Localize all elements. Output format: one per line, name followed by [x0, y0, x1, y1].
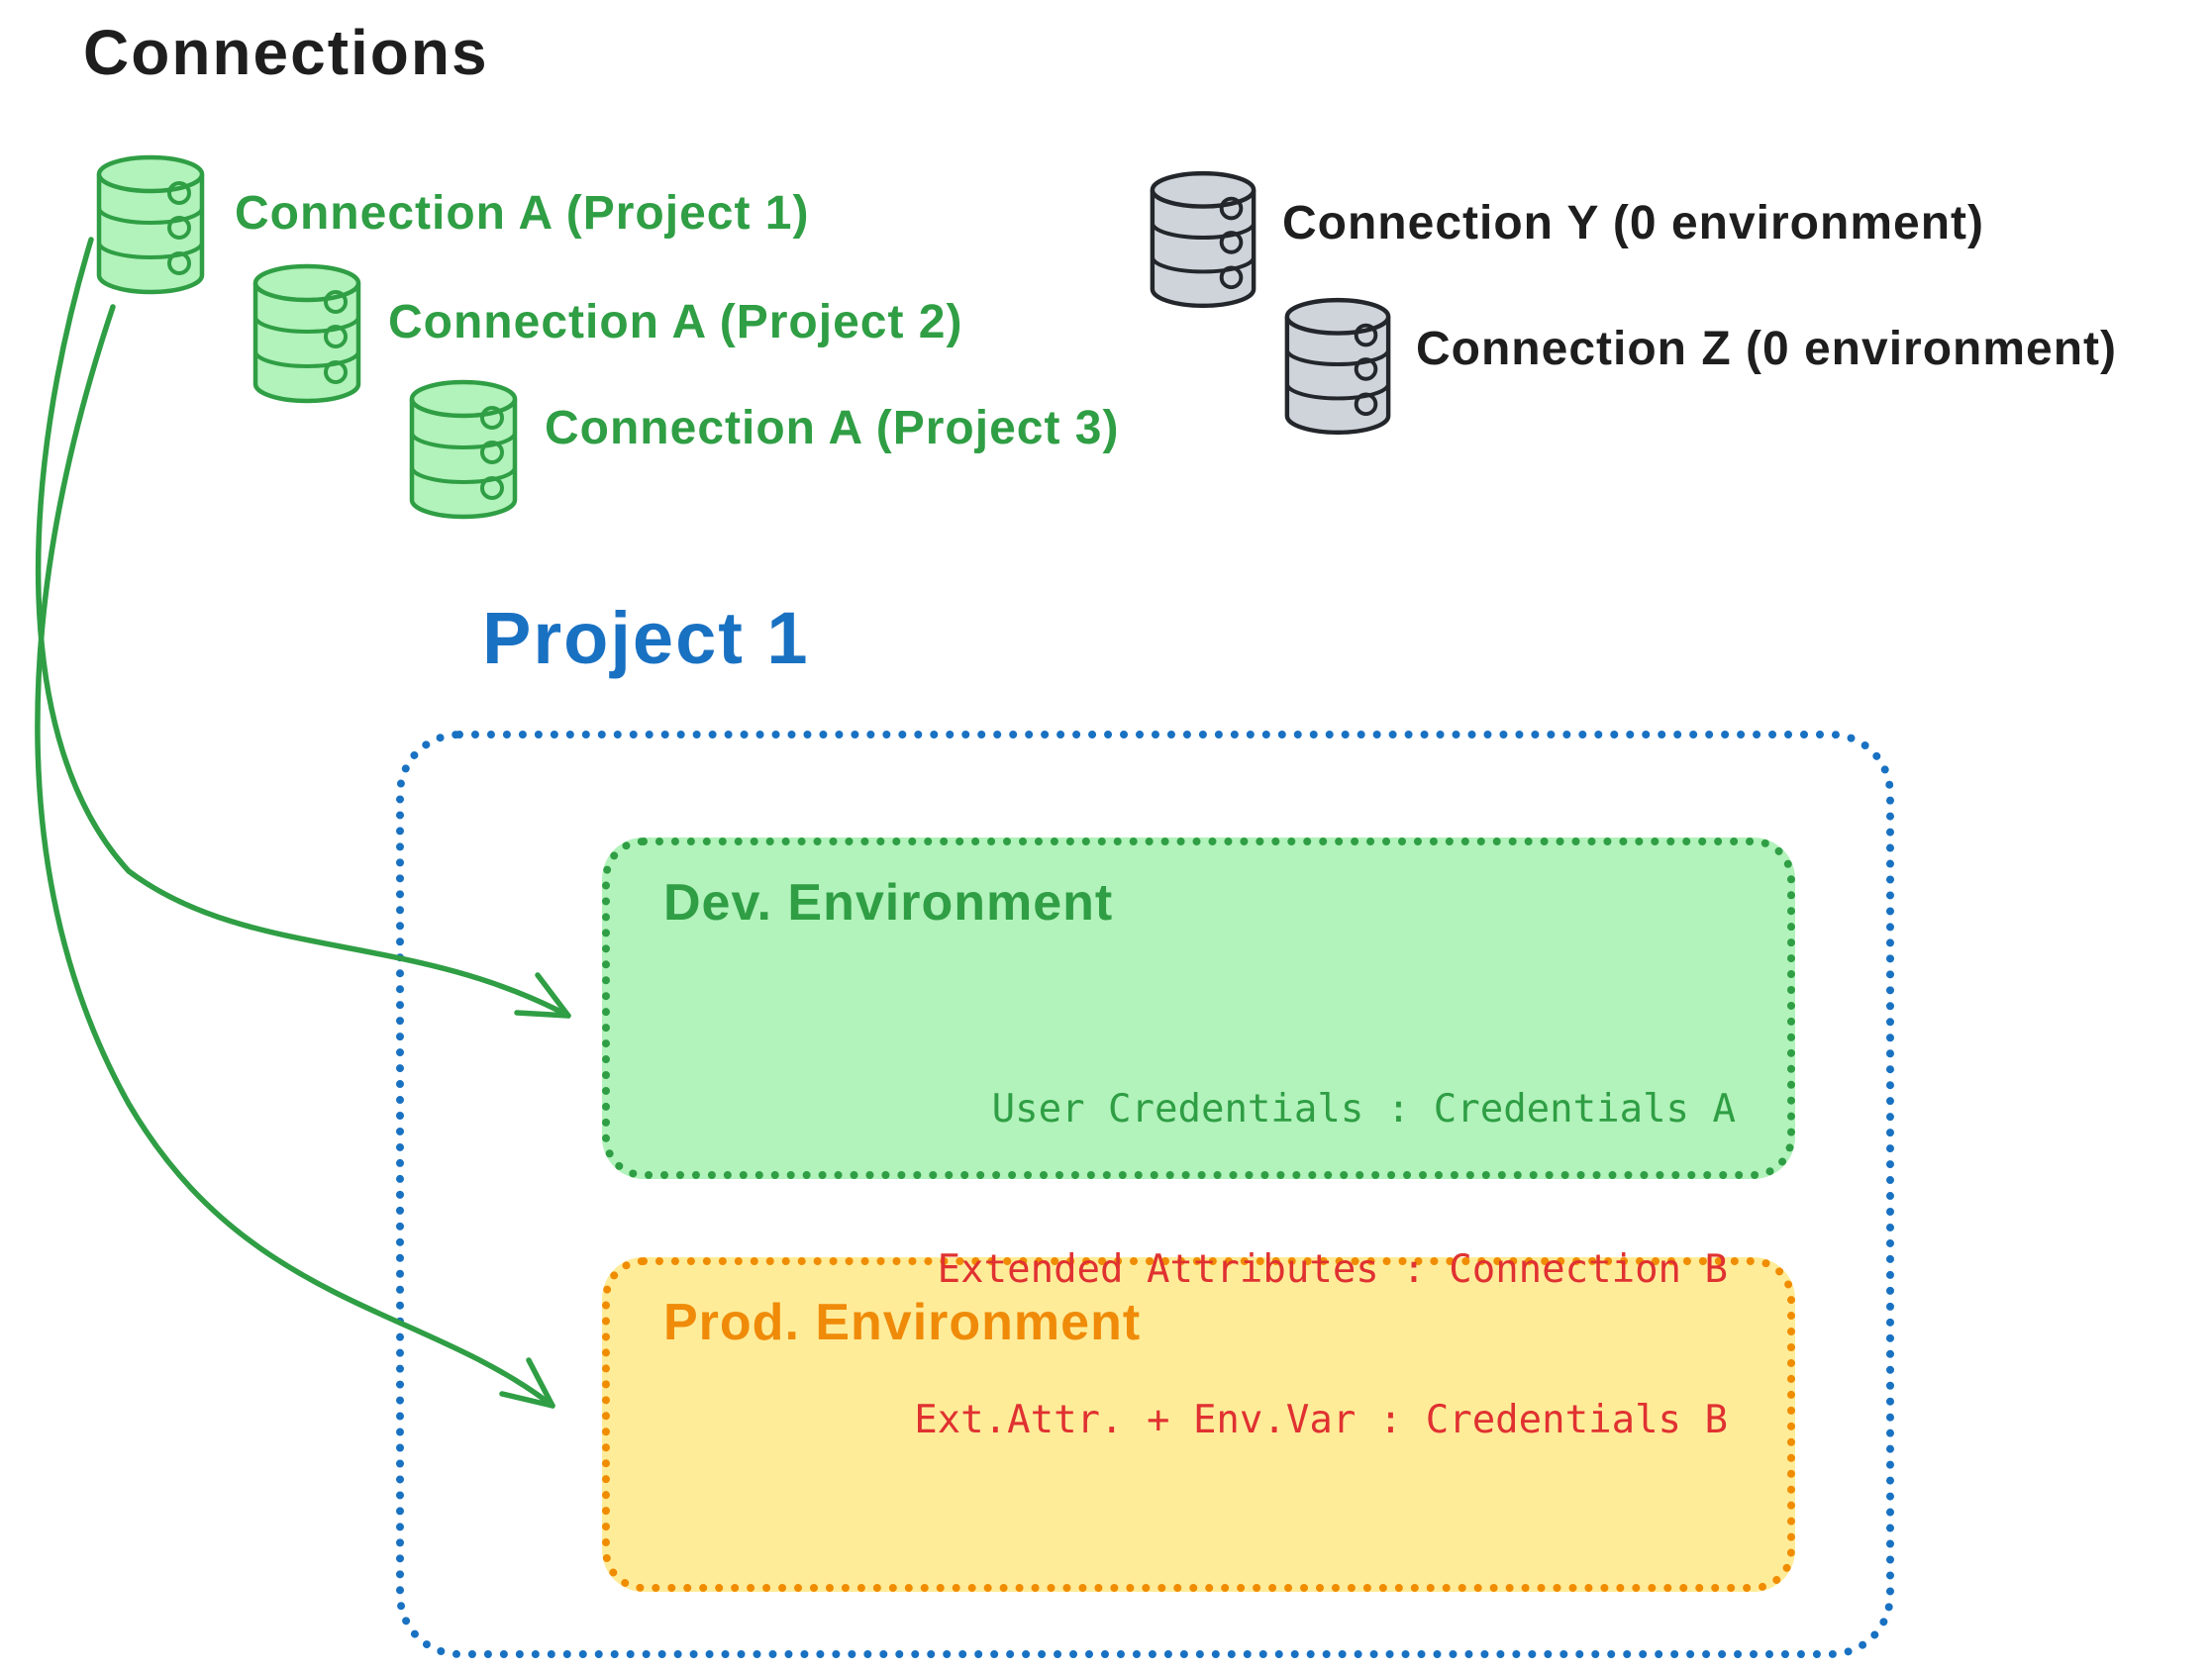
connection-a-project-1-label: Connection A (Project 1): [235, 187, 810, 240]
project-1-container: Dev. Environment User Credentials : Cred…: [396, 731, 1894, 1658]
connection-z-label: Connection Z (0 environment): [1416, 323, 2118, 375]
project-title: Project 1: [482, 597, 810, 679]
prod-binding-connection: Extended Attributes : Connection B: [937, 1246, 1728, 1292]
prod-binding-credentials: Ext.Attr. + Env.Var : Credentials B: [914, 1397, 1728, 1442]
database-icon: [1279, 291, 1396, 440]
prod-environment-title: Prod. Environment: [663, 1294, 1142, 1351]
connection-a-project-3-label: Connection A (Project 3): [545, 402, 1120, 454]
connection-a-project-2-label: Connection A (Project 2): [388, 296, 963, 348]
dev-environment-title: Dev. Environment: [663, 874, 1114, 932]
prod-environment-box: Prod. Environment Extended Attributes : …: [602, 1247, 1795, 1592]
database-icon: [248, 257, 366, 408]
connection-y-label: Connection Y (0 environment): [1282, 197, 1984, 249]
prod-bindings: Extended Attributes : Connection B Ext.A…: [914, 1145, 1728, 1547]
database-icon: [404, 373, 523, 524]
diagram-title: Connections: [83, 17, 489, 88]
database-icon: [1145, 164, 1261, 313]
database-icon: [91, 148, 210, 299]
dev-credentials-binding: User Credentials : Credentials A: [991, 1087, 1736, 1132]
dev-environment-box: Dev. Environment User Credentials : Cred…: [602, 837, 1795, 1179]
